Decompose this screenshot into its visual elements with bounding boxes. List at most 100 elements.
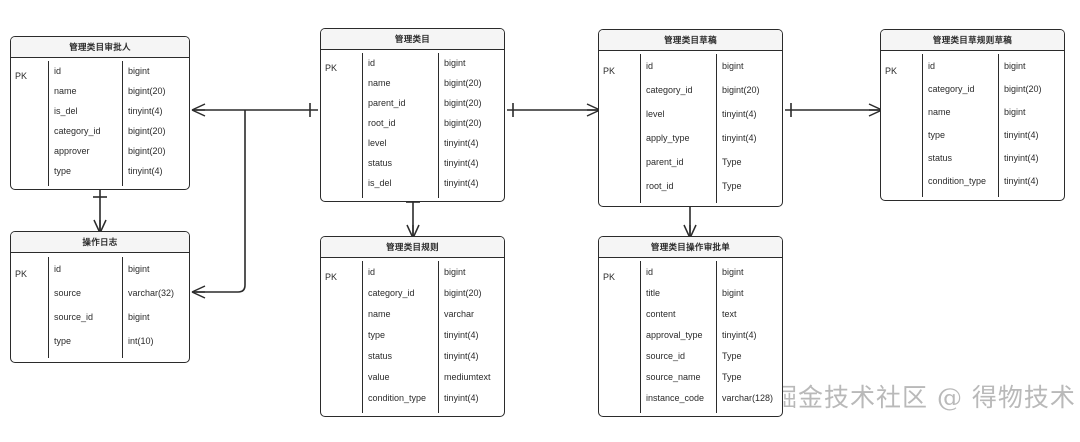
field-name: category_id (928, 83, 975, 94)
field-name: type (54, 336, 72, 346)
pk-cell-empty (603, 329, 640, 350)
pk-cell-empty (325, 392, 362, 413)
field-type: tinyint(4) (722, 133, 757, 143)
field-type: Type (722, 371, 742, 382)
pk-cell-empty (15, 86, 48, 106)
field-name: category_id (368, 287, 415, 298)
pk-cell-empty (325, 287, 362, 308)
pk-cell-empty (325, 308, 362, 329)
field-type: bigint(20) (444, 98, 482, 108)
field-name: id (54, 264, 62, 274)
field-name: is_del (54, 106, 78, 116)
field-type: tinyint(4) (128, 106, 163, 116)
field-type: bigint(20) (722, 85, 760, 95)
field-type: mediumtext (444, 371, 491, 382)
entity-title: 管理类目操作审批单 (599, 237, 782, 258)
field-type: tinyint(4) (444, 329, 479, 340)
field-type: bigint (444, 58, 466, 68)
field-type: tinyint(4) (444, 138, 479, 148)
pk-cell-empty (15, 126, 48, 146)
pk-column: PK (599, 261, 641, 413)
pk-cell-empty (603, 350, 640, 371)
pk-cell-empty (325, 350, 362, 371)
pk-cell-empty (603, 131, 640, 155)
field-type: bigint(20) (1004, 83, 1042, 94)
field-type: tinyint(4) (128, 166, 163, 176)
field-name: root_id (646, 181, 674, 191)
field-type: bigint(20) (128, 146, 166, 156)
field-type: tinyint(4) (444, 158, 479, 168)
field-name: source_id (54, 312, 94, 322)
field-name: name (54, 86, 77, 96)
field-type: bigint (128, 264, 150, 274)
pk-cell-empty (885, 82, 922, 105)
field-type: bigint (1004, 106, 1026, 117)
pk-cell-empty (603, 179, 640, 203)
edge-category-to-draft (507, 103, 601, 117)
field-name: status (928, 152, 953, 163)
field-name: name (928, 106, 951, 117)
field-name: id (368, 266, 376, 277)
field-type: tinyint(4) (722, 329, 757, 340)
field-type: bigint(20) (444, 118, 482, 128)
field-type: bigint (128, 66, 150, 76)
pk-badge: PK (603, 66, 616, 76)
field-name: id (368, 58, 376, 68)
field-type: bigint (128, 312, 150, 322)
field-name: type (368, 329, 386, 340)
pk-column: PK (321, 261, 363, 413)
field-type: bigint(20) (128, 126, 166, 136)
pk-cell-empty (603, 308, 640, 329)
field-name: type (54, 166, 72, 176)
field-type: bigint (444, 266, 466, 277)
field-name: apply_type (646, 133, 690, 143)
edge-category-to-approver (191, 103, 318, 117)
field-type: tinyint(4) (722, 109, 757, 119)
field-name: is_del (368, 178, 392, 188)
entity-title: 管理类目规则 (321, 237, 504, 258)
field-type: tinyint(4) (1004, 129, 1039, 140)
field-type: tinyint(4) (444, 392, 479, 403)
pk-cell-empty (885, 174, 922, 197)
field-type: text (722, 308, 737, 319)
entity-title: 管理类目草稿 (599, 30, 782, 51)
pk-badge: PK (885, 65, 898, 76)
field-name: condition_type (368, 392, 427, 403)
field-type: tinyint(4) (1004, 175, 1039, 186)
field-name: parent_id (368, 98, 406, 108)
entity-title: 管理类目审批人 (11, 37, 189, 58)
entity-title: 管理类目 (321, 29, 504, 50)
pk-badge: PK (15, 71, 28, 81)
field-name: root_id (368, 118, 396, 128)
pk-cell-empty (15, 286, 48, 310)
field-type: varchar(128) (722, 392, 774, 403)
field-name: title (646, 287, 661, 298)
pk-cell-empty (885, 151, 922, 174)
field-type: tinyint(4) (444, 350, 479, 361)
field-name: approver (54, 146, 90, 156)
field-type: Type (722, 350, 742, 361)
edge-category-to-log (191, 110, 246, 299)
pk-cell-empty (325, 329, 362, 350)
